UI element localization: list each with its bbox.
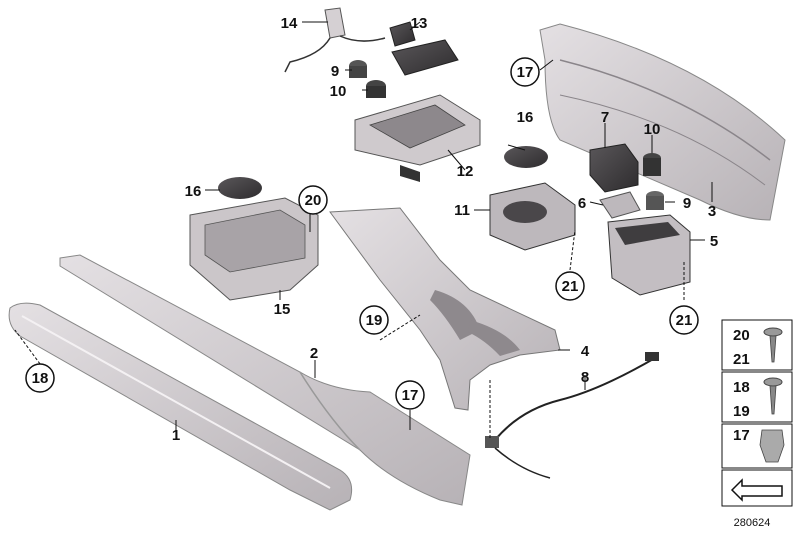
part-13-small-tray [389,21,459,76]
part-5-storage-box [607,214,691,296]
callout-20: 20 [298,185,328,215]
svg-text:17: 17 [402,387,419,404]
label-part-6: 6 [578,195,586,212]
screw-icon [763,377,783,415]
label-part-8: 8 [581,369,589,386]
part-1-side-trim-left [8,302,353,511]
fastener-legend: 20 21 18 19 17 [721,319,793,507]
callout-18: 18 [25,363,55,393]
legend-19: 19 [733,403,750,420]
part-9-socket-upper [349,60,367,78]
callout-19: 19 [359,305,389,335]
leader-lines [14,21,713,440]
part-11-cup-holder [489,182,576,251]
svg-text:21: 21 [562,278,579,295]
callout-21-middle: 21 [555,271,585,301]
legend-18: 18 [733,379,750,396]
label-part-16-right: 16 [517,109,534,126]
part-14-wiring-harness [284,7,386,73]
part-7-insert-box [589,143,639,193]
label-part-12: 12 [457,163,474,180]
label-part-10-right: 10 [644,121,661,138]
circled-callouts: 17 17 18 19 20 21 21 [25,57,699,410]
part-16-cover-right [504,146,548,168]
part-15-storage-box [189,197,319,301]
callout-17-top: 17 [510,57,540,87]
svg-text:17: 17 [517,64,534,81]
clip-icon [759,429,785,463]
callout-21-right: 21 [669,305,699,335]
svg-text:18: 18 [32,370,49,387]
legend-20: 20 [733,327,750,344]
svg-text:19: 19 [366,312,383,329]
part-6-mat [599,191,641,219]
label-part-4: 4 [581,343,590,360]
svg-text:20: 20 [305,192,322,209]
label-part-16-left: 16 [185,183,202,200]
label-part-2: 2 [310,345,318,362]
part-2-side-trim-right [59,254,471,506]
screw-icon [763,327,783,363]
part-labels: 1 2 3 4 5 6 7 8 9 9 10 10 11 12 13 14 15… [172,15,718,444]
label-part-11: 11 [454,202,470,219]
part-16-cover-left [218,177,262,199]
label-part-5: 5 [710,233,718,250]
callout-17-bottom: 17 [395,380,425,410]
svg-text:21: 21 [676,312,693,329]
legend-17: 17 [733,427,750,444]
label-part-3: 3 [708,203,716,220]
label-part-10-upper: 10 [330,83,347,100]
part-12-storage-tray [354,94,481,182]
legend-21: 21 [733,351,750,368]
part-9-socket-right [646,191,664,210]
reference-number: 280624 [734,517,771,529]
label-part-7: 7 [601,109,609,126]
label-part-13: 13 [411,15,428,32]
part-10-socket-upper [366,80,386,98]
label-part-9-right: 9 [683,195,691,212]
label-part-15: 15 [274,301,291,318]
label-part-14: 14 [281,15,298,32]
part-8-cable [485,352,659,479]
part-10-socket-right [643,153,661,176]
label-part-9-upper: 9 [331,63,339,80]
arrow-icon [730,478,783,502]
part-4-center-console [329,207,561,411]
label-part-1: 1 [172,427,180,444]
part-3-upper-trim [539,23,786,221]
